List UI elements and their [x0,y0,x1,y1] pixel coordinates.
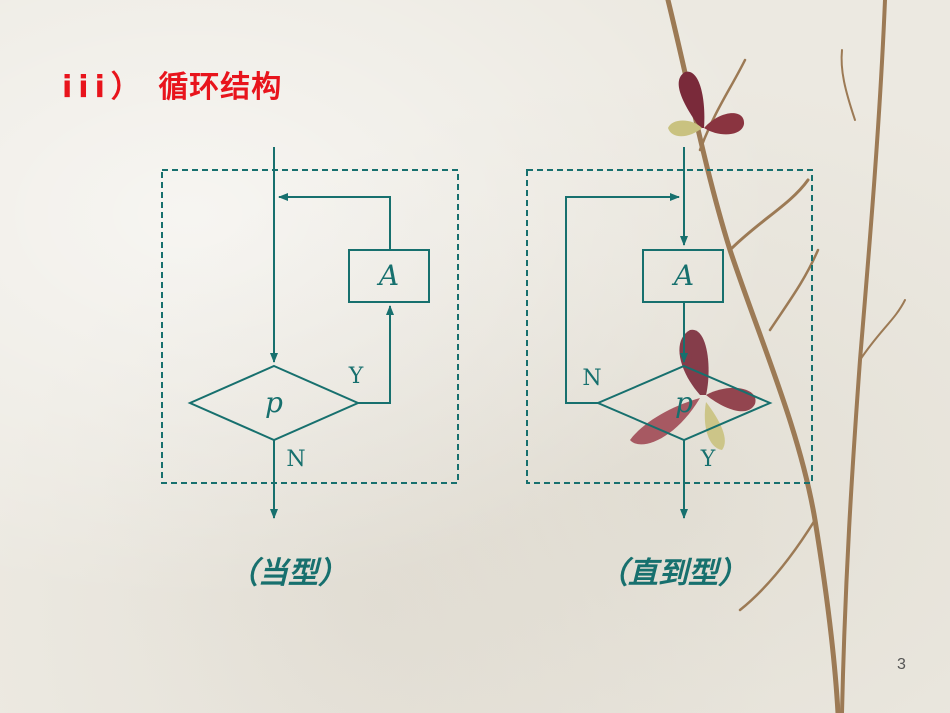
left-caption: （当型） [228,556,348,591]
right-dashed-frame [526,169,813,484]
left-box-label: A [376,259,399,292]
slide-title: iii） 循环结构 [62,62,282,106]
butterfly-top [668,71,745,137]
right-caption: （直到型） [598,556,748,591]
left-yes-arrow [358,305,394,404]
right-no-loop-arrow [565,193,680,404]
title-main: 循环结构 [158,70,283,105]
right-condition-label: p [675,386,693,419]
right-box-label: A [671,259,694,292]
butterfly-bottom [630,329,756,450]
right-yes-label: Y [700,447,716,472]
page-number: 3 [897,656,906,673]
title-prefix: iii） [62,70,147,105]
left-yes-label: Y [348,364,364,389]
left-condition-label: p [265,386,283,419]
left-loop-back-arrow [278,193,391,250]
while-loop-diagram [161,147,459,519]
until-loop-diagram [526,147,813,519]
left-dashed-frame [161,169,459,484]
left-no-label: N [286,447,305,472]
right-no-label: N [582,366,601,391]
